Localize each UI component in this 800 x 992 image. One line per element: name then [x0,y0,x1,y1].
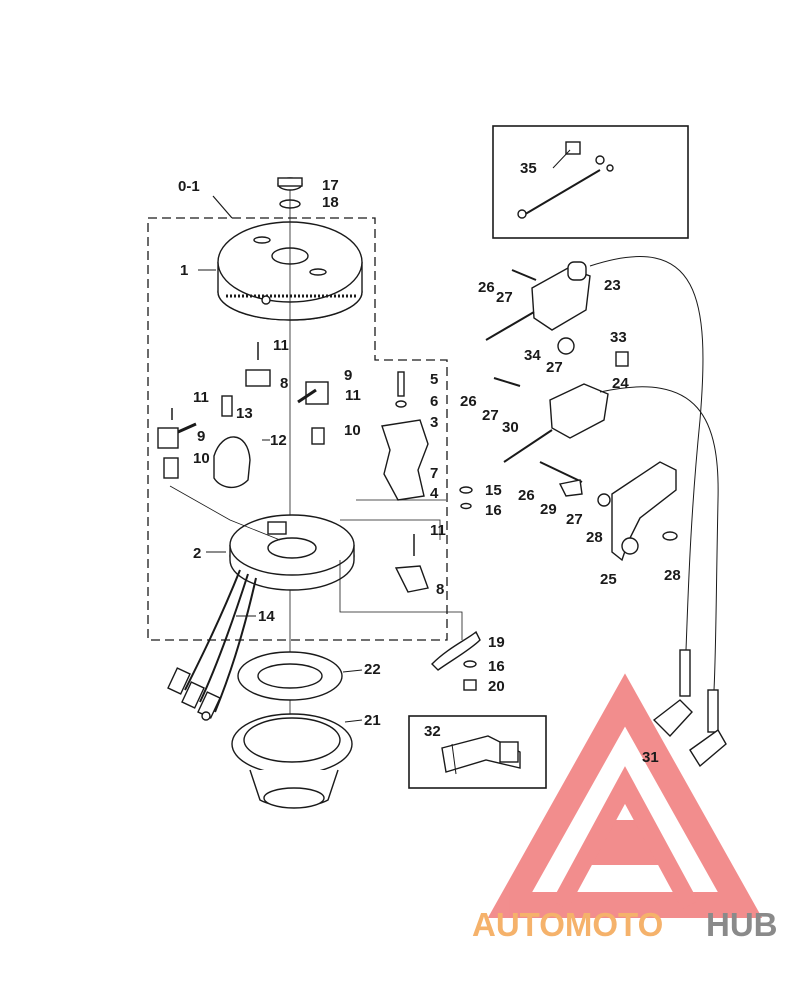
callout-22: 22 [364,661,381,678]
callout-27: 27 [566,511,583,528]
watermark-brand-part1: AUTOMOTO [472,906,663,943]
armature-plate [231,713,353,809]
callout-9: 9 [197,428,205,445]
linkage-23 [485,261,591,341]
control-cables [589,256,727,768]
callout-14: 14 [258,608,275,625]
callout-33: 33 [610,329,627,346]
clip-lower [394,534,429,593]
callout-31: 31 [642,749,659,766]
assembly-label: 0-1 [178,178,200,195]
callout-10: 10 [193,450,210,467]
assembly-boundary [147,195,448,641]
callout-11: 11 [345,387,361,404]
callout-35: 35 [520,160,537,177]
watermark-logo [487,673,763,918]
charge-coil [381,371,429,501]
callout-17: 17 [322,177,339,194]
callout-8: 8 [436,581,444,598]
callout-11: 11 [273,337,289,354]
callout-23: 23 [604,277,621,294]
callout-15: 15 [485,482,502,499]
callout-6: 6 [430,393,438,410]
screw-15 [459,486,473,510]
clip-upper [245,342,271,387]
inset-box-cable [492,125,689,239]
callout-11: 11 [193,389,209,406]
callout-30: 30 [502,419,519,436]
callout-26: 26 [460,393,477,410]
callout-18: 18 [322,194,339,211]
callout-27: 27 [546,359,563,376]
callout-5: 5 [430,371,438,388]
callout-10: 10 [344,422,361,439]
coil-mid [297,381,329,445]
callout-24: 24 [612,375,629,392]
callout-7: 7 [430,465,438,482]
stator-plate [229,514,355,591]
callout-3: 3 [430,414,438,431]
callout-4: 4 [430,485,439,502]
watermark-text: AUTOMOTO HUB [472,906,778,943]
callout-28: 28 [586,529,603,546]
watermark-brand-part2: HUB [706,906,778,943]
callout-labels: 0-1 17 18 1 11 8 9 11 11 13 12 9 10 10 5… [178,160,681,766]
callout-26: 26 [478,279,495,296]
callout-16: 16 [485,502,502,519]
linkage-24 [493,337,629,463]
callout-11: 11 [430,522,446,539]
callout-25: 25 [600,571,617,588]
callout-13: 13 [236,405,253,422]
callout-27: 27 [496,289,513,306]
leader-lines [169,269,463,723]
callout-12: 12 [270,432,287,449]
callout-32: 32 [424,723,441,740]
callout-8: 8 [280,375,288,392]
bracket-19 [431,630,481,691]
callout-28: 28 [664,567,681,584]
callout-9: 9 [344,367,352,384]
retainer-plate [237,651,343,701]
callout-21: 21 [364,712,381,729]
callout-34: 34 [524,347,541,364]
callout-16: 16 [488,658,505,675]
callout-2: 2 [193,545,201,562]
callout-1: 1 [180,262,188,279]
trigger-coil [213,395,251,488]
coil-left [157,408,197,479]
callout-29: 29 [540,501,557,518]
callout-19: 19 [488,634,505,651]
wire-harness [167,569,257,721]
callout-26: 26 [518,487,535,504]
callout-20: 20 [488,678,505,695]
inset-box-spark-boot [408,715,547,789]
lever-25 [539,461,678,562]
callout-27: 27 [482,407,499,424]
